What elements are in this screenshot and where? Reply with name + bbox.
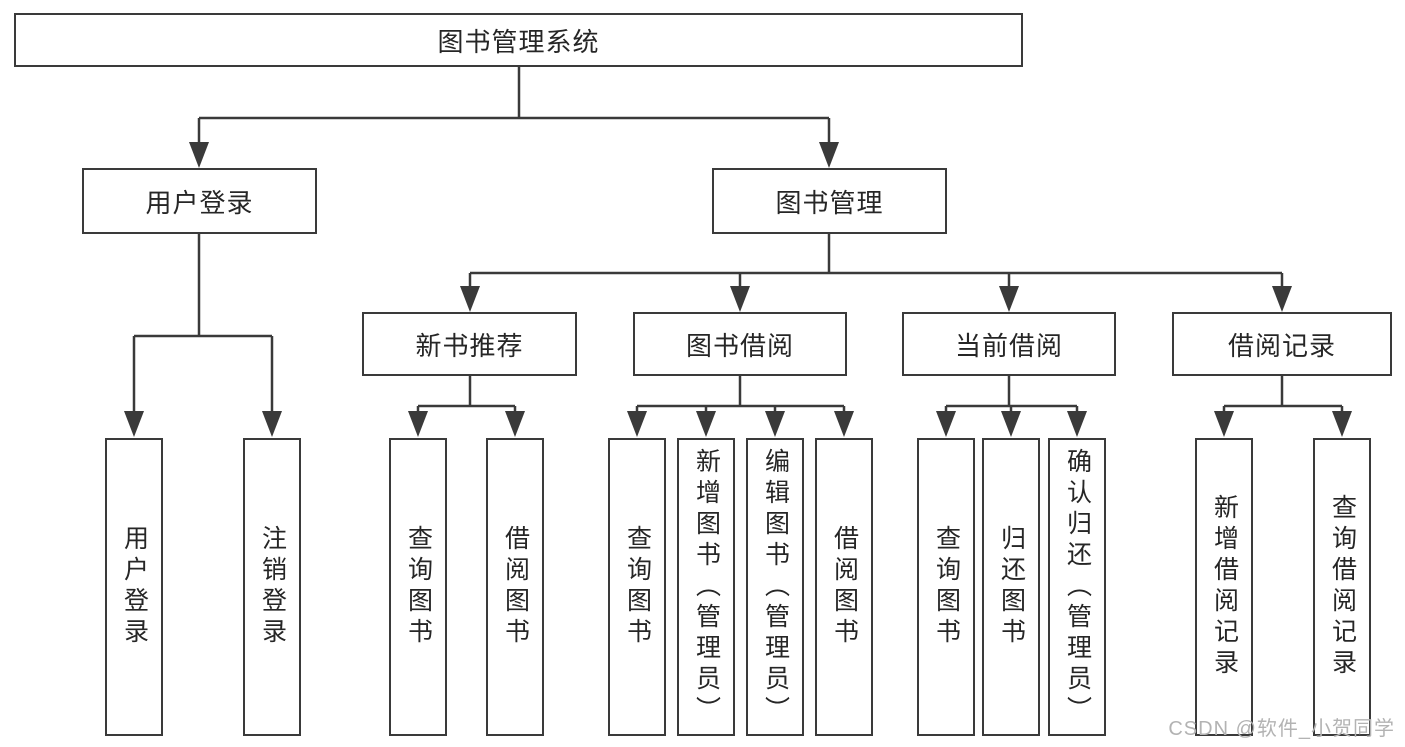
node-book-management-label: 图书管理: [775, 187, 884, 218]
node-book-management: 图书管理: [712, 168, 947, 234]
node-new-book-recommend-label: 新书推荐: [415, 330, 524, 361]
leaf-borrow-book: 借阅图书: [815, 438, 873, 736]
leaf-query-borrow-record: 查询借阅记录: [1313, 438, 1371, 736]
node-current-borrow-label: 当前借阅: [954, 330, 1063, 361]
leaf-confirm-return-admin: 确认归还（管理员）: [1048, 438, 1106, 736]
node-root: 图书管理系统: [14, 13, 1023, 67]
csdn-watermark: CSDN @软件_小贺同学: [1168, 718, 1395, 740]
leaf-query-book-recommend: 查询图书: [389, 438, 447, 736]
node-current-borrow: 当前借阅: [902, 312, 1116, 376]
node-borrow-record-label: 借阅记录: [1227, 330, 1336, 361]
leaf-return-book-label: 归还图书: [997, 525, 1026, 649]
arrowheads: [124, 142, 1352, 437]
leaf-borrow-book-recommend-label: 借阅图书: [501, 525, 530, 649]
leaf-borrow-book-label: 借阅图书: [830, 525, 859, 649]
leaf-add-borrow-record-label: 新增借阅记录: [1210, 494, 1239, 680]
leaf-query-book-borrow: 查询图书: [608, 438, 666, 736]
leaf-edit-book-admin: 编辑图书（管理员）: [746, 438, 804, 736]
node-new-book-recommend: 新书推荐: [362, 312, 577, 376]
node-user-login: 用户登录: [82, 168, 317, 234]
leaf-logout: 注销登录: [243, 438, 301, 736]
leaf-query-book-current: 查询图书: [917, 438, 975, 736]
leaf-confirm-return-admin-label: 确认归还（管理员）: [1063, 447, 1092, 727]
node-book-borrow-label: 图书借阅: [685, 330, 794, 361]
leaf-query-borrow-record-label: 查询借阅记录: [1328, 494, 1357, 680]
leaf-user-login: 用户登录: [105, 438, 163, 736]
leaf-query-book-current-label: 查询图书: [932, 525, 961, 649]
leaf-add-book-admin: 新增图书（管理员）: [677, 438, 735, 736]
node-borrow-record: 借阅记录: [1172, 312, 1392, 376]
node-book-borrow: 图书借阅: [633, 312, 847, 376]
leaf-return-book: 归还图书: [982, 438, 1040, 736]
leaf-borrow-book-recommend: 借阅图书: [486, 438, 544, 736]
leaf-query-book-recommend-label: 查询图书: [404, 525, 433, 649]
leaf-edit-book-admin-label: 编辑图书（管理员）: [761, 447, 790, 727]
leaf-user-login-label: 用户登录: [120, 525, 149, 649]
leaf-query-book-borrow-label: 查询图书: [623, 525, 652, 649]
leaf-logout-label: 注销登录: [258, 525, 287, 649]
node-root-label: 图书管理系统: [437, 26, 600, 57]
leaf-add-borrow-record: 新增借阅记录: [1195, 438, 1253, 736]
leaf-add-book-admin-label: 新增图书（管理员）: [692, 447, 721, 727]
node-user-login-label: 用户登录: [145, 187, 254, 218]
